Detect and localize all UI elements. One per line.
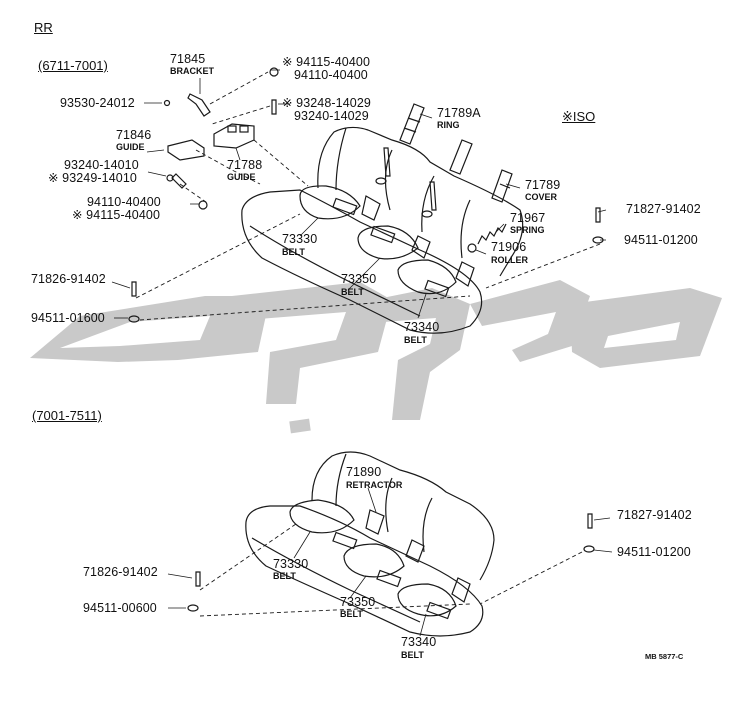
label-part-94511-01200: 94511-01200 [624,233,698,247]
label-name-retractor: RETRACTOR [346,480,403,490]
label-part-93530-24012: 93530-24012 [60,96,135,110]
label-part-73340: 73340 [404,320,440,334]
label-part-71890: 71890 [346,465,382,479]
label-name-guide: GUIDE [116,142,145,152]
label-part-94110-40400-b: 94110-40400 [87,195,161,209]
label-name-belt-73340: BELT [404,335,427,345]
label-part-94115-40400: ※ 94115-40400 [282,55,371,69]
section-range-1: (6711-7001) [38,58,108,73]
label-part-71845: 71845 [170,52,206,66]
label-part-71827-91402: 71827-91402 [626,202,701,216]
line-art [111,67,613,637]
label-part-71789: 71789 [525,178,561,192]
label-name-bracket: BRACKET [170,66,214,76]
label-part-71827-91402-b: 71827-91402 [617,508,692,522]
label-name-belt-73330-b: BELT [273,571,296,581]
label-part-71967: 71967 [510,211,546,225]
label-name-roller: ROLLER [491,255,528,265]
label-part-71789A: 71789A [437,106,481,120]
label-part-94511-01600: 94511-01600 [31,311,105,325]
label-name-spring: SPRING [510,225,545,235]
section-range-2: (7001-7511) [32,408,102,423]
bottom-seat-drawing [187,451,595,637]
label-part-71826-91402: 71826-91402 [31,272,106,286]
label-part-94511-00600: 94511-00600 [83,601,157,615]
label-part-94511-01200-b: 94511-01200 [617,545,691,559]
iso-note: ※ISO [562,109,596,124]
top-seat-drawing [128,67,604,334]
drawing-code: MB 5877-C [645,652,684,661]
label-part-73340-b: 73340 [401,635,437,649]
label-leaders [111,69,613,637]
label-name-cover: COVER [525,192,558,202]
label-part-71826-91402-b: 71826-91402 [83,565,158,579]
label-part-93249-14010: ※ 93249-14010 [48,171,137,185]
label-part-73330: 73330 [282,232,318,246]
label-name-belt-73350: BELT [341,287,364,297]
label-part-93240-14010: 93240-14010 [64,158,139,172]
label-part-71906: 71906 [491,240,527,254]
top-leader-lines [135,71,601,321]
label-part-73330-b: 73330 [273,557,309,571]
label-name-guide-2: GUIDE [227,172,256,182]
watermark-logo [30,280,722,434]
label-part-73350-b: 73350 [340,595,376,609]
label-name-belt-73340-b: BELT [401,650,424,660]
label-part-71846: 71846 [116,128,152,142]
label-part-73350: 73350 [341,272,377,286]
label-name-belt-73350-b: BELT [340,609,363,619]
label-part-93240-14029: 93240-14029 [294,109,369,123]
label-part-93248-14029: ※ 93248-14029 [282,96,371,110]
label-part-94115-40400-b: ※ 94115-40400 [72,208,161,222]
label-part-94110-40400: 94110-40400 [294,68,368,82]
label-name-belt-73330: BELT [282,247,305,257]
section-header-rr: RR [34,20,53,35]
label-name-ring: RING [437,120,460,130]
label-part-71788: 71788 [227,158,263,172]
bottom-leader-lines [199,523,583,617]
